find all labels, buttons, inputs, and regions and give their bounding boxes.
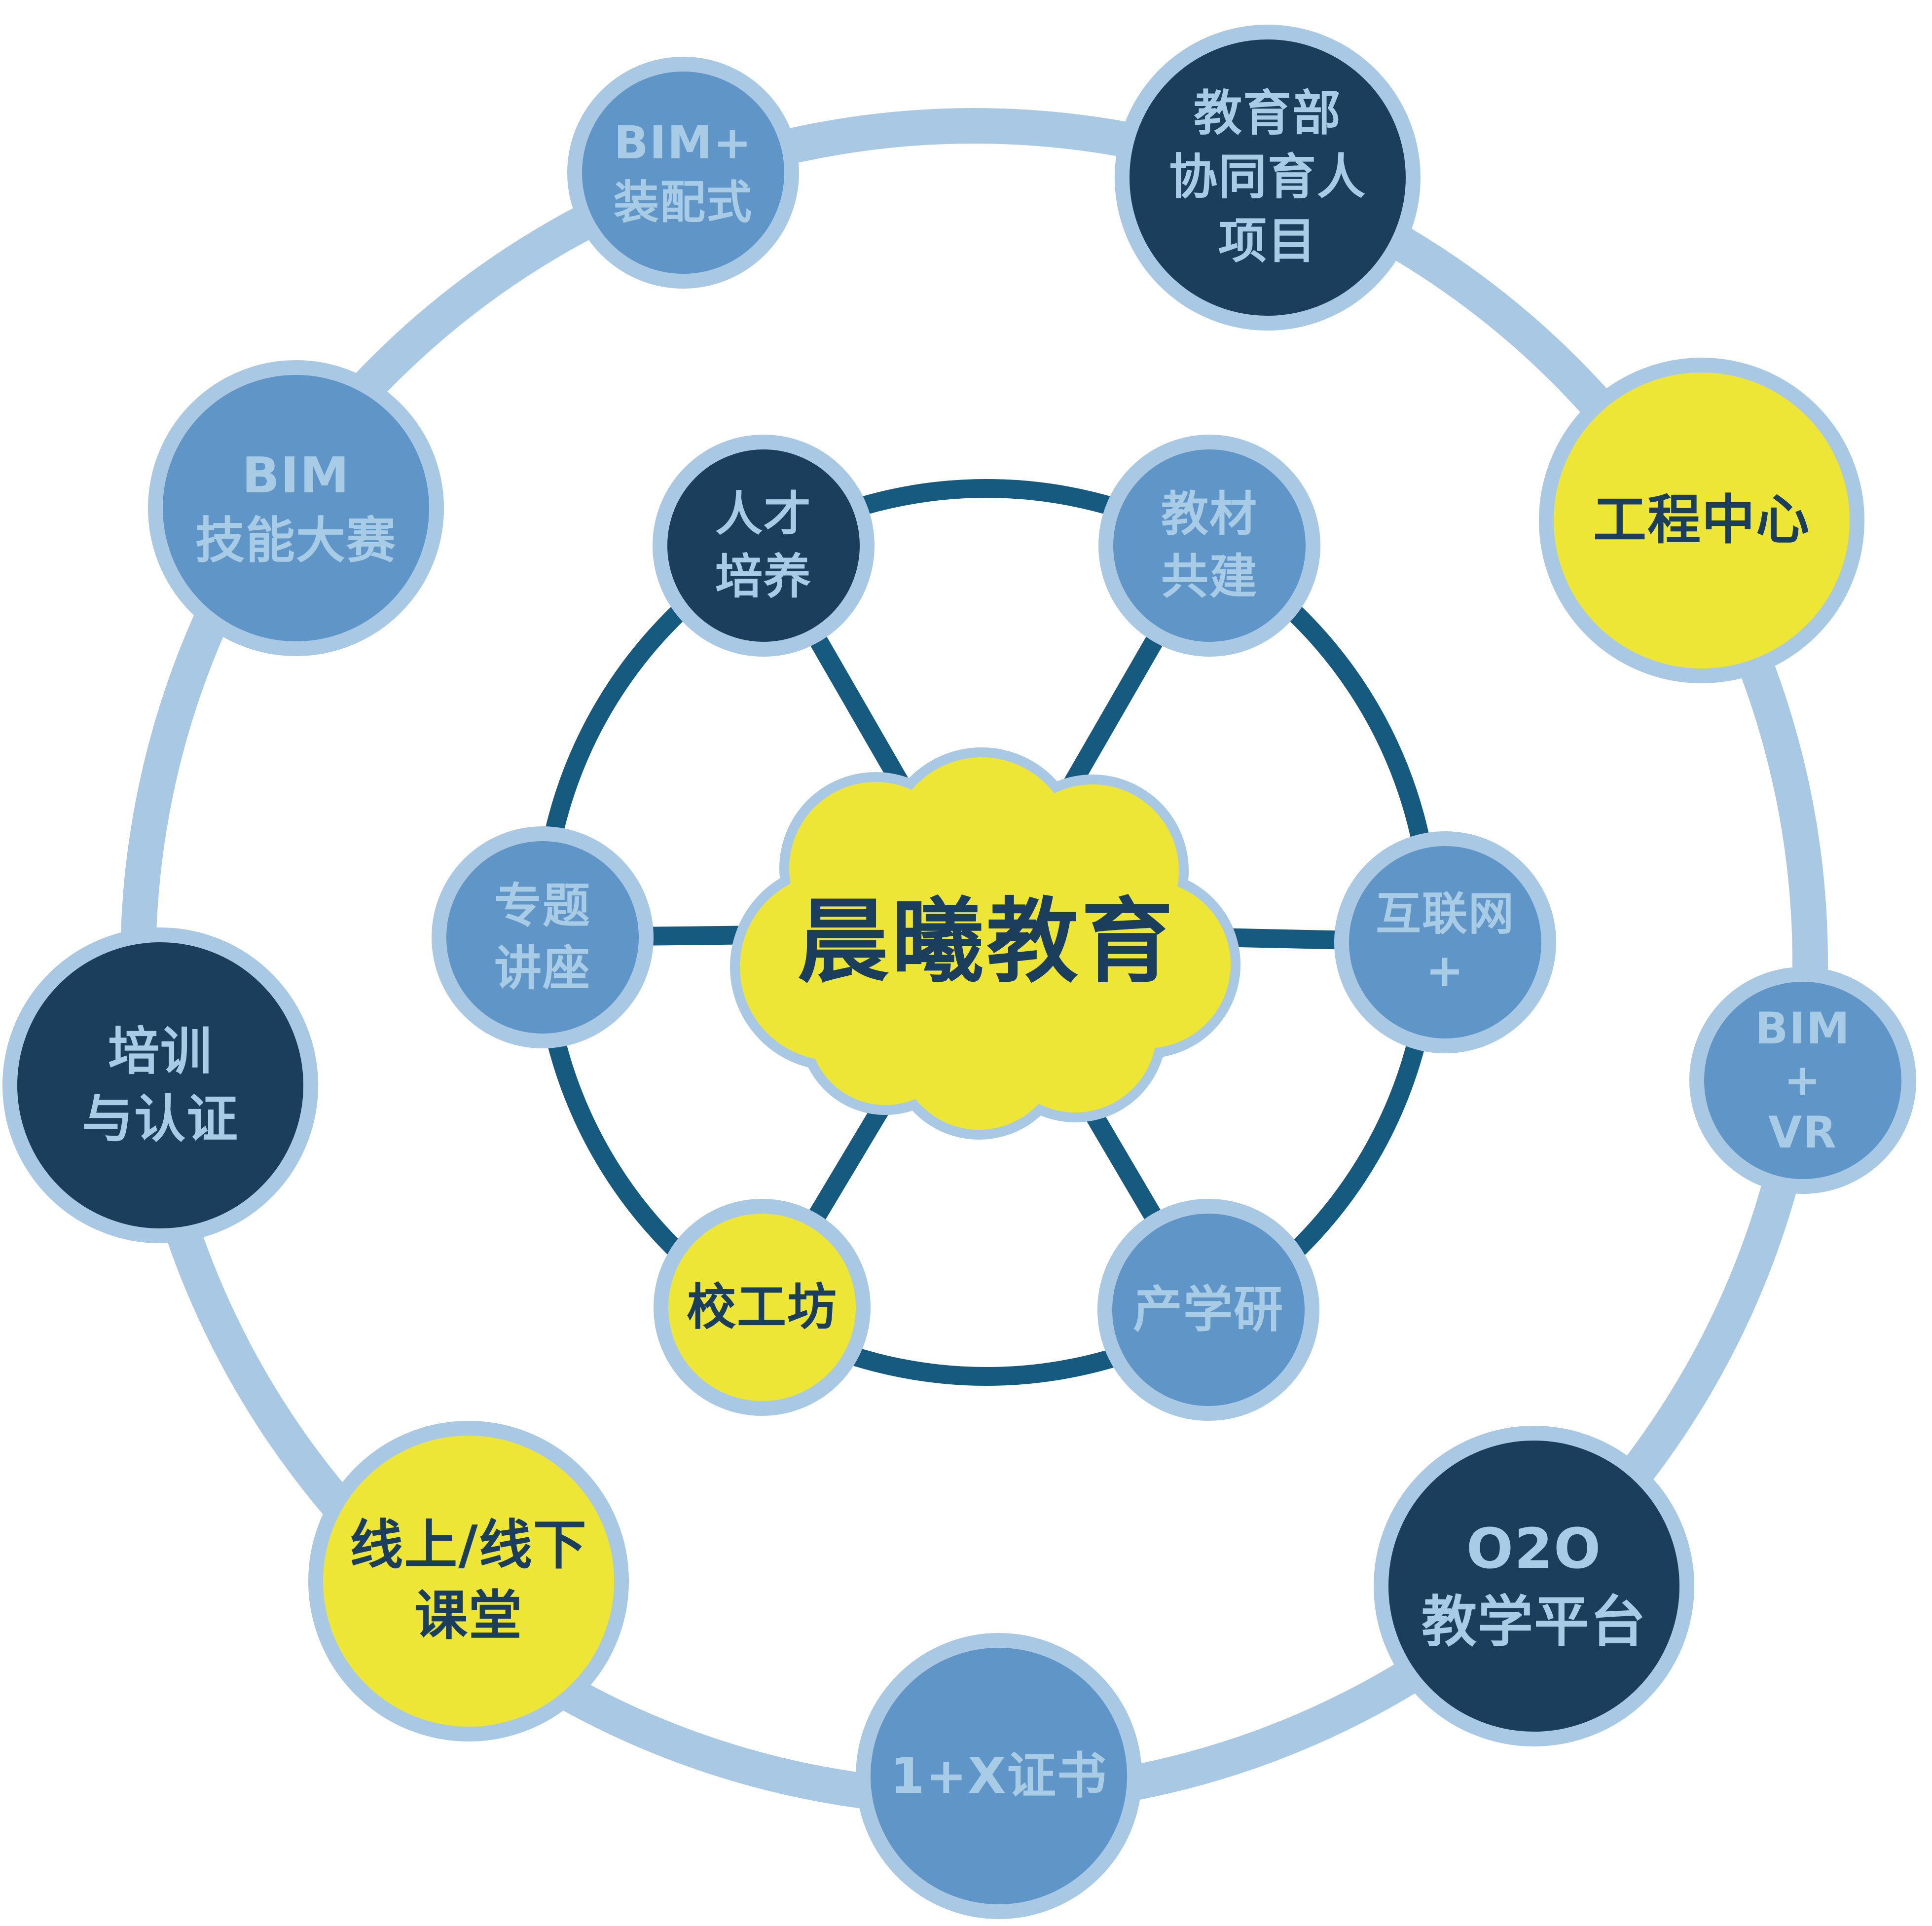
node-label: 互联网 + xyxy=(1375,888,1515,997)
node-label: BIM+ 装配式 xyxy=(613,116,753,229)
node-label: 产学研 xyxy=(1133,1281,1284,1338)
node-label: BIM 技能大赛 xyxy=(195,446,397,569)
node-bim-vr: BIM + VR xyxy=(1689,967,1916,1194)
center-label: 晨曦教育 xyxy=(797,888,1176,995)
node-training-certification: 培训 与认证 xyxy=(2,927,318,1243)
center-cloud-fill xyxy=(740,757,1231,1130)
node-label: O2O 教学平台 xyxy=(1422,1517,1646,1654)
node-label: 人才 培养 xyxy=(715,486,812,604)
node-label: 专题 讲座 xyxy=(494,878,591,996)
node-special-lectures: 专题 讲座 xyxy=(432,826,654,1048)
node-label: 教育部 协同育人 项目 xyxy=(1168,85,1366,269)
node-o2o-platform: O2O 教学平台 xyxy=(1374,1426,1694,1746)
node-moe-collab-project: 教育部 协同育人 项目 xyxy=(1115,25,1421,331)
node-internet-plus: 互联网 + xyxy=(1334,831,1556,1053)
node-label: 工程中心 xyxy=(1593,489,1810,551)
node-bim-skills-competition: BIM 技能大赛 xyxy=(148,360,444,656)
node-engineering-center: 工程中心 xyxy=(1539,358,1864,683)
node-label: BIM + VR xyxy=(1755,1002,1851,1158)
node-school-workshop: 校工坊 xyxy=(654,1199,871,1416)
node-label: 线上/线下 课堂 xyxy=(350,1515,587,1647)
node-bim-assembly: BIM+ 装配式 xyxy=(567,57,799,289)
node-label: 培训 与认证 xyxy=(81,1021,239,1149)
node-industry-academia-research: 产学研 xyxy=(1097,1199,1319,1421)
node-label: 教材 共建 xyxy=(1161,486,1258,604)
node-online-offline-class: 线上/线下 课堂 xyxy=(308,1421,629,1741)
node-one-plus-x-certificate: 1+X证书 xyxy=(856,1633,1142,1919)
node-label: 校工坊 xyxy=(687,1278,838,1336)
node-talent-cultivation: 人才 培养 xyxy=(653,435,875,657)
node-label: 1+X证书 xyxy=(890,1747,1108,1805)
node-textbook-co-construction: 教材 共建 xyxy=(1098,435,1320,657)
